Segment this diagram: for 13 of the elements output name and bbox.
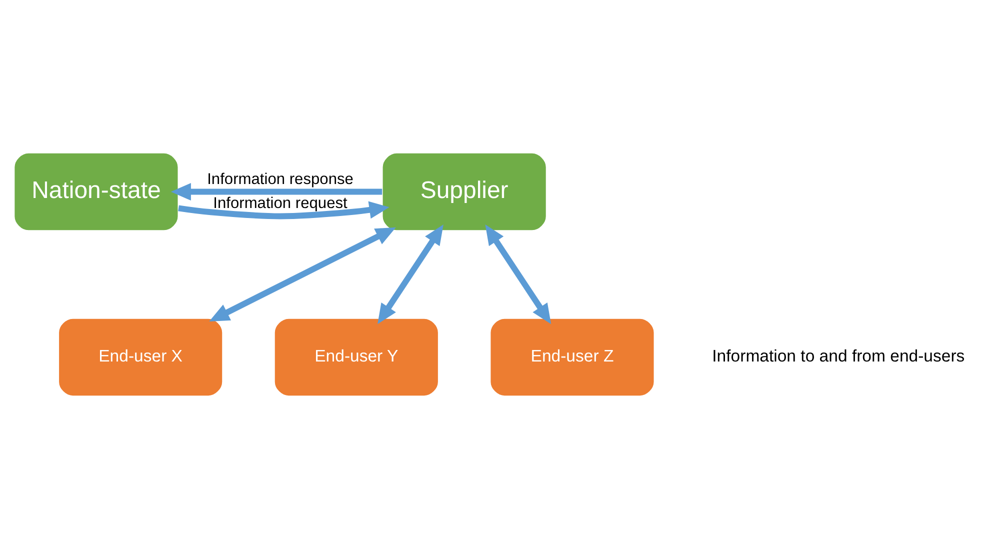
node-box: End-user X: [58, 318, 224, 397]
arrow: [209, 227, 396, 322]
node-box: Nation-state: [13, 152, 179, 232]
label: Information to and from end-users: [712, 346, 965, 366]
arrow: [178, 201, 390, 220]
edge-label: Information request: [213, 194, 348, 212]
edge-label: Information response: [207, 170, 354, 188]
arrow: [378, 224, 444, 324]
arrow: [170, 182, 382, 201]
node-box: Supplier: [382, 152, 548, 232]
node-box: End-user Z: [490, 318, 655, 397]
arrow: [485, 224, 552, 324]
node-box: End-user Y: [274, 318, 440, 397]
